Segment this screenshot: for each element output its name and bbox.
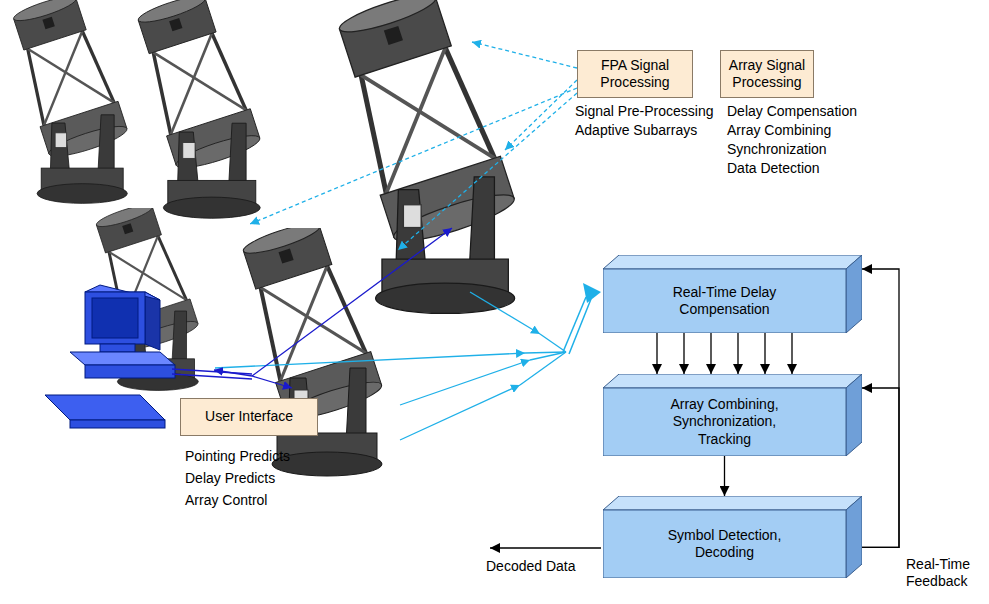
node-text: FPA Signal Processing <box>582 57 688 92</box>
annotation-text: Array Control <box>185 492 267 509</box>
keyboard <box>45 395 165 420</box>
function-box: User Interface <box>180 398 318 436</box>
block-face: Real-Time Delay Compensation <box>603 269 846 333</box>
control-link-dashed <box>472 42 577 68</box>
block-side-face <box>846 255 862 333</box>
block-top-face <box>603 496 862 510</box>
telescope-illustration <box>4 0 130 203</box>
case-top <box>70 352 175 365</box>
case-front <box>85 365 175 378</box>
monitor-front <box>85 292 145 344</box>
output-arrow <box>490 547 601 548</box>
flow-arrow <box>862 388 899 547</box>
signal-link <box>470 292 540 334</box>
signal-link <box>540 334 566 352</box>
control-link-dashed <box>505 80 577 150</box>
control-link <box>252 376 292 388</box>
flow-arrow <box>724 456 725 496</box>
node-text: Array Combining, Synchronization, Tracki… <box>655 396 795 449</box>
keyboard-front <box>70 420 165 428</box>
block-front-face <box>603 269 846 333</box>
control-bus <box>172 369 252 374</box>
block-front-face <box>603 388 846 456</box>
block-top-face <box>603 255 862 269</box>
flow-arrow <box>656 333 657 374</box>
computer-icon <box>45 285 175 428</box>
monitor-stand <box>100 344 135 352</box>
node-text: Symbol Detection, Decoding <box>650 527 800 562</box>
annotation-text: Delay Compensation <box>727 103 857 120</box>
signal-bus <box>563 297 586 352</box>
function-box: Array Signal Processing <box>720 50 814 98</box>
annotation-text: Synchronization <box>727 141 827 158</box>
telescope-illustration <box>324 0 518 313</box>
annotation-text: Delay Predicts <box>185 470 275 487</box>
flow-arrow <box>710 333 711 374</box>
block-side-face <box>846 374 862 456</box>
block-top-face <box>603 374 862 388</box>
node-text: User Interface <box>205 408 293 426</box>
annotation-text: Array Combining <box>727 122 831 139</box>
telescope-illustration <box>231 216 384 476</box>
flow-arrow <box>764 333 765 374</box>
block-face: Symbol Detection, Decoding <box>603 510 846 578</box>
annotation-text: Real-Time Feedback <box>906 556 982 590</box>
telescope-illustration <box>128 0 263 218</box>
flow-arrow <box>683 333 684 374</box>
flow-arrow <box>737 333 738 374</box>
flow-arrow <box>791 333 792 374</box>
annotation-text: Decoded Data <box>486 558 576 575</box>
signal-bus-head <box>583 283 601 303</box>
control-link <box>214 370 252 376</box>
node-text: Array Signal Processing <box>725 57 809 92</box>
block-front-face <box>603 510 846 578</box>
annotation-text: Data Detection <box>727 160 820 177</box>
processing-block: Real-Time Delay Compensation <box>603 255 862 333</box>
annotation-text: Signal Pre-Processing <box>575 103 714 120</box>
signal-link <box>520 352 566 385</box>
block-face: Array Combining, Synchronization, Tracki… <box>603 388 846 456</box>
control-link-dashed <box>398 93 577 250</box>
signal-link <box>400 360 530 405</box>
monitor-side <box>145 292 160 350</box>
node-text: Real-Time Delay Compensation <box>635 284 815 319</box>
signal-link <box>215 353 525 368</box>
monitor-screen <box>92 298 138 338</box>
flow-arrow <box>862 269 899 547</box>
control-link-dashed <box>250 88 577 224</box>
signal-link <box>400 385 520 440</box>
signal-bus <box>569 299 591 354</box>
processing-block: Array Combining, Synchronization, Tracki… <box>603 374 862 456</box>
annotation-text: Adaptive Subarrays <box>575 122 697 139</box>
block-side-face <box>846 496 862 578</box>
control-link <box>252 228 452 376</box>
function-box: FPA Signal Processing <box>577 50 693 98</box>
processing-block: Symbol Detection, Decoding <box>603 496 862 578</box>
annotation-text: Pointing Predicts <box>185 448 290 465</box>
